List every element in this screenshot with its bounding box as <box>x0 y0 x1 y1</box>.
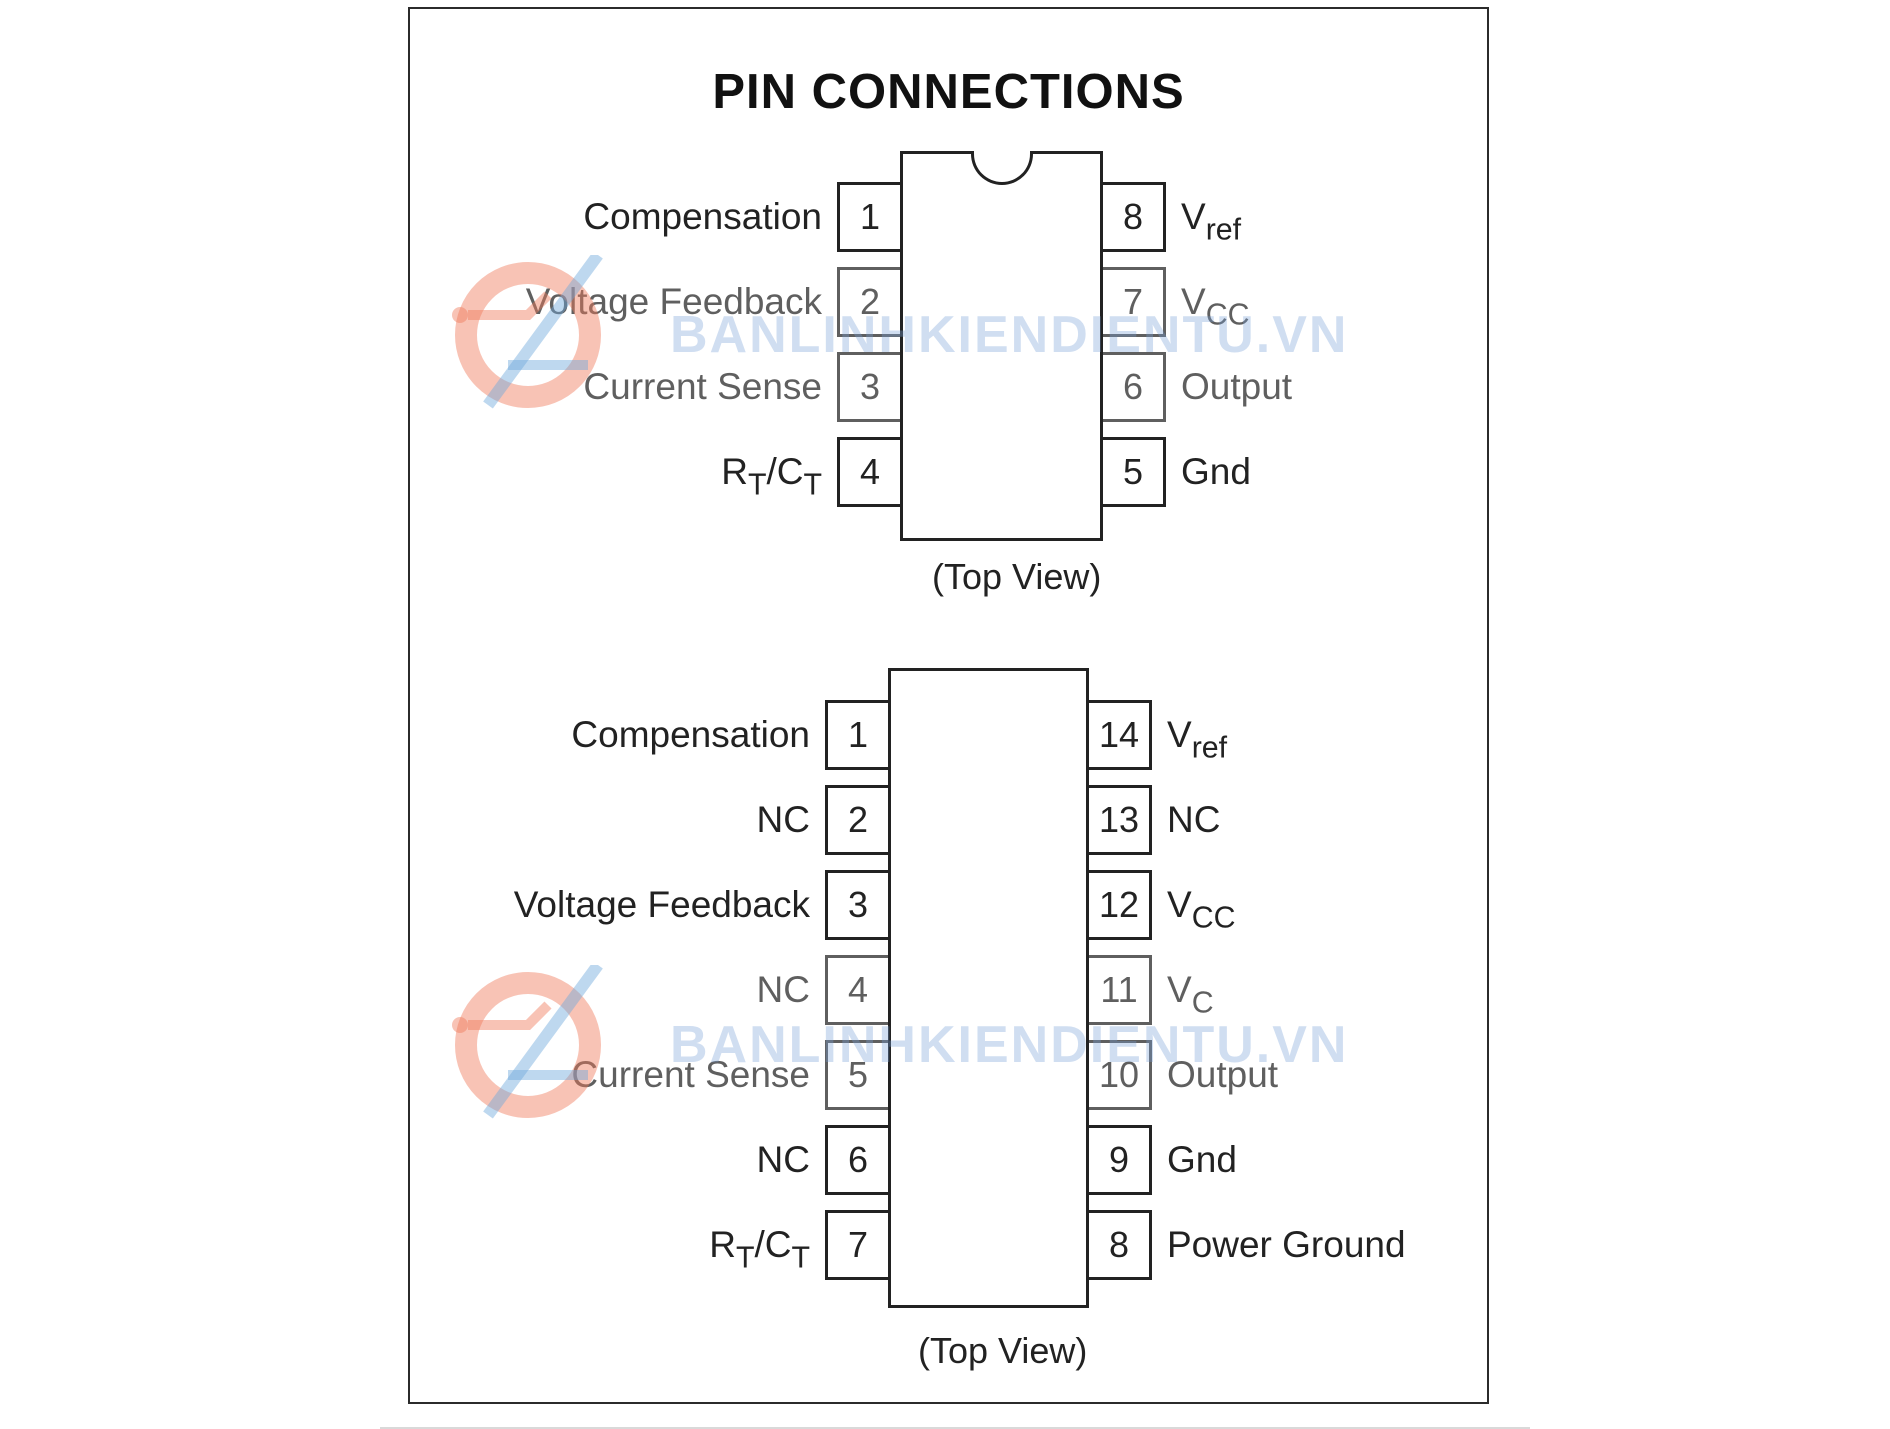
pin-12: 12 <box>1086 870 1152 940</box>
pin-3: 3 <box>837 352 903 422</box>
pin-5-label: Current Sense <box>571 1054 810 1095</box>
pin-9: 9 <box>1086 1125 1152 1195</box>
pin-12-label: VCC <box>1167 884 1236 935</box>
pin-6-label: NC <box>756 1139 810 1180</box>
pin-4: 4 <box>837 437 903 507</box>
pin-3: 3 <box>825 870 891 940</box>
pin-1: 1 <box>837 182 903 252</box>
pin-2-label: NC <box>756 799 810 840</box>
pin-2: 2 <box>825 785 891 855</box>
pin-13-label: NC <box>1167 799 1221 840</box>
pin-7-label: RT/CT <box>709 1224 810 1275</box>
ic-notch <box>970 151 1033 185</box>
pin-6: 6 <box>825 1125 891 1195</box>
pin-4: 4 <box>825 955 891 1025</box>
ic-body <box>900 151 1103 541</box>
pin-14: 14 <box>1086 700 1152 770</box>
pin-1-label: Compensation <box>571 714 810 755</box>
pin-4-label: RT/CT <box>721 451 822 502</box>
pin-8-label: Power Ground <box>1167 1224 1406 1265</box>
pin-14-label: Vref <box>1167 714 1228 765</box>
pin-5: 5 <box>825 1040 891 1110</box>
pin-11-label: VC <box>1167 969 1214 1020</box>
watermark-text-bottom: BANLINHKIENDIENTU.VN <box>670 1016 1349 1074</box>
pin-7-label: VCC <box>1181 281 1250 332</box>
pin-4-label: NC <box>756 969 810 1010</box>
pin-1: 1 <box>825 700 891 770</box>
pin-6-label: Output <box>1181 366 1293 407</box>
pin-13: 13 <box>1086 785 1152 855</box>
pin-5-label: Gnd <box>1181 451 1251 492</box>
pin-3-label: Current Sense <box>583 366 822 407</box>
pin-8: 8 <box>1100 182 1166 252</box>
diagram-title: PIN CONNECTIONS <box>712 65 1185 119</box>
pin-8-label: Vref <box>1181 196 1242 247</box>
pin-10: 10 <box>1086 1040 1152 1110</box>
pin-2: 2 <box>837 267 903 337</box>
pin-7: 7 <box>825 1210 891 1280</box>
pin-6: 6 <box>1100 352 1166 422</box>
pin-1-label: Compensation <box>583 196 822 237</box>
package-8-caption: (Top View) <box>932 556 1102 597</box>
watermark-text-top: BANLINHKIENDIENTU.VN <box>670 306 1349 364</box>
pin-5: 5 <box>1100 437 1166 507</box>
pin-11: 11 <box>1086 955 1152 1025</box>
pin-3-label: Voltage Feedback <box>513 884 810 925</box>
pin-7: 7 <box>1100 267 1166 337</box>
pin-10-label: Output <box>1167 1054 1279 1095</box>
pin-9-label: Gnd <box>1167 1139 1237 1180</box>
ic-body <box>888 668 1089 1308</box>
pin-8: 8 <box>1086 1210 1152 1280</box>
package-14-caption: (Top View) <box>918 1330 1088 1371</box>
